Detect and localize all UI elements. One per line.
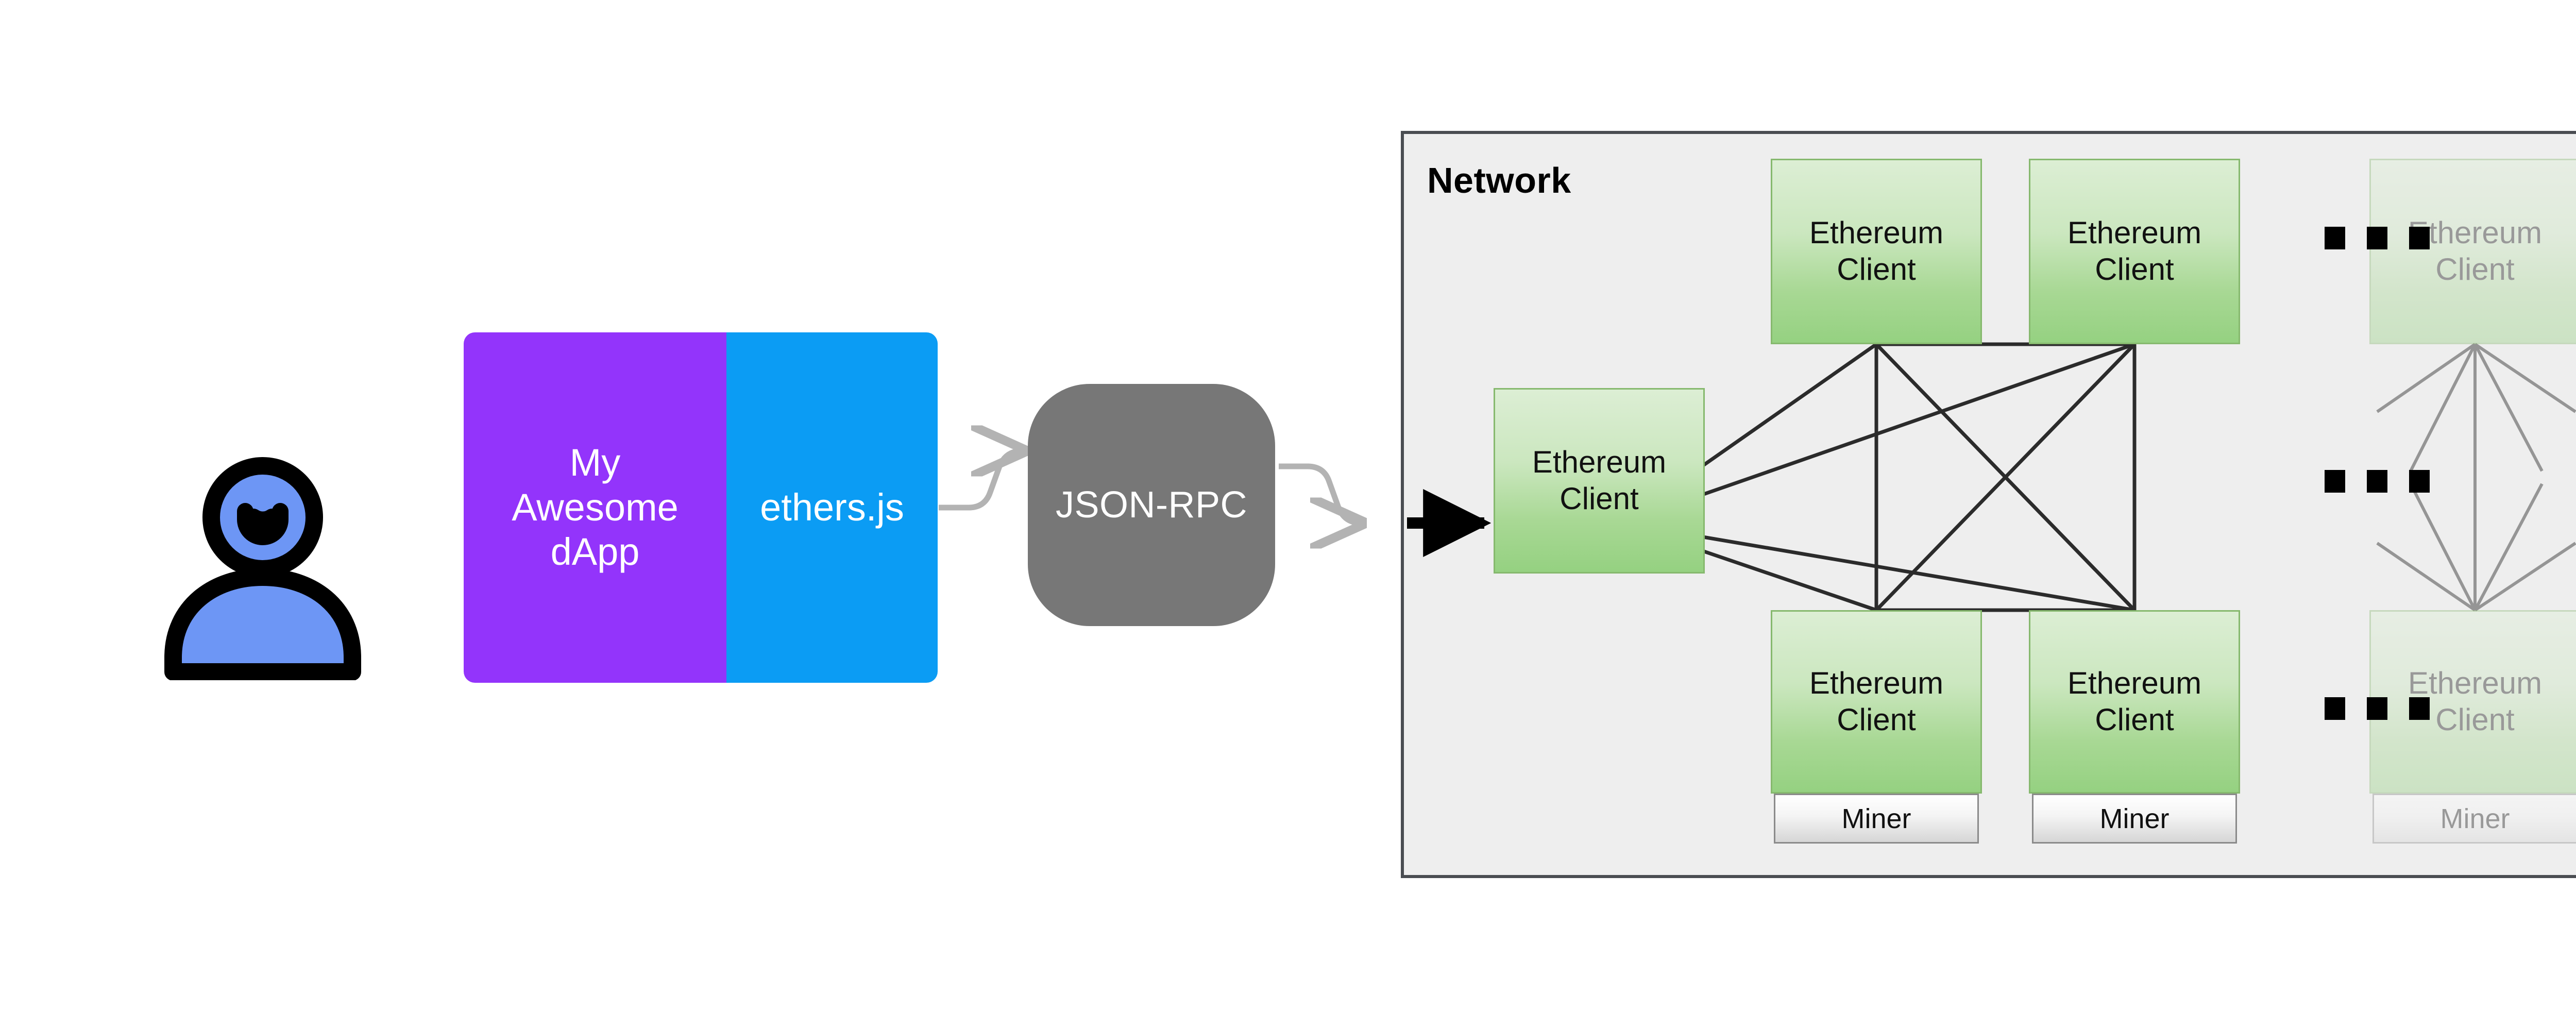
ellipsis-dot xyxy=(2325,227,2345,249)
ethers-js-box[interactable]: ethers.js xyxy=(726,332,938,683)
eth-client-label-line1: Ethereum xyxy=(2408,215,2543,250)
eth-client-node-top-3[interactable]: Ethereum Client xyxy=(2369,159,2576,344)
eth-client-label-line2: Client xyxy=(1837,702,1916,737)
ellipsis-dot xyxy=(2367,697,2387,720)
eth-client-label: Ethereum Client xyxy=(2064,665,2205,738)
json-rpc-node[interactable]: JSON-RPC xyxy=(1028,384,1275,626)
ellipsis-dot xyxy=(2325,470,2345,493)
miner-badge-3[interactable]: Miner xyxy=(2372,794,2576,844)
eth-client-label-line2: Client xyxy=(1837,252,1916,287)
eth-client-label-line2: Client xyxy=(2095,702,2174,737)
eth-client-label-line1: Ethereum xyxy=(1809,215,1944,250)
eth-client-label: Ethereum Client xyxy=(2064,215,2205,288)
json-rpc-label: JSON-RPC xyxy=(1055,484,1247,526)
eth-client-label-line1: Ethereum xyxy=(2067,666,2202,701)
miner-label: Miner xyxy=(2099,803,2170,834)
eth-client-label-line2: Client xyxy=(2435,252,2515,287)
eth-client-label: Ethereum Client xyxy=(2405,665,2545,738)
eth-client-label: Ethereum Client xyxy=(2405,215,2545,288)
ellipsis-dot xyxy=(2367,470,2387,493)
eth-client-label-line1: Ethereum xyxy=(2067,215,2202,250)
eth-client-node-bottom-3[interactable]: Ethereum Client xyxy=(2369,610,2576,794)
dapp-label-line1: My xyxy=(569,441,621,484)
arrow-jsonrpc-to-network xyxy=(1279,463,1361,523)
network-title: Network xyxy=(1427,160,1571,200)
eth-client-label-line2: Client xyxy=(1560,481,1639,516)
dapp-label: My Awesome dApp xyxy=(512,441,679,575)
miner-badge-1[interactable]: Miner xyxy=(1774,794,1979,844)
eth-client-label: Ethereum Client xyxy=(1806,665,1946,738)
ellipsis-dot xyxy=(2409,227,2430,249)
eth-client-label-line1: Ethereum xyxy=(2408,666,2543,701)
ethers-js-label: ethers.js xyxy=(760,485,904,529)
my-awesome-dapp-box[interactable]: My Awesome dApp xyxy=(464,332,726,683)
eth-client-node-bottom-1[interactable]: Ethereum Client xyxy=(1771,610,1982,794)
miner-label: Miner xyxy=(2440,803,2510,834)
eth-client-label-line1: Ethereum xyxy=(1532,445,1667,480)
user-person-icon xyxy=(155,453,371,680)
ellipsis-top-middle xyxy=(2325,227,2430,249)
eth-client-label-line2: Client xyxy=(2095,252,2174,287)
ellipsis-dot xyxy=(2325,697,2345,720)
eth-client-node-gateway[interactable]: Ethereum Client xyxy=(1494,388,1705,574)
ellipsis-dot xyxy=(2367,227,2387,249)
eth-client-label: Ethereum Client xyxy=(1806,215,1946,288)
dapp-label-line3: dApp xyxy=(550,530,640,574)
eth-client-label-line2: Client xyxy=(2435,702,2515,737)
dapp-label-line2: Awesome xyxy=(512,485,679,529)
miner-badge-2[interactable]: Miner xyxy=(2032,794,2237,844)
ellipsis-middle-middle xyxy=(2325,470,2430,493)
eth-client-node-bottom-2[interactable]: Ethereum Client xyxy=(2029,610,2240,794)
miner-label: Miner xyxy=(1841,803,1911,834)
ellipsis-bottom-middle xyxy=(2325,697,2430,720)
eth-client-node-top-2[interactable]: Ethereum Client xyxy=(2029,159,2240,344)
ellipsis-dot xyxy=(2409,697,2430,720)
ellipsis-dot xyxy=(2409,470,2430,493)
eth-client-label-line1: Ethereum xyxy=(1809,666,1944,701)
eth-client-label: Ethereum Client xyxy=(1529,444,1669,517)
arrow-ethers-to-jsonrpc xyxy=(939,451,1022,511)
eth-client-node-top-1[interactable]: Ethereum Client xyxy=(1771,159,1982,344)
